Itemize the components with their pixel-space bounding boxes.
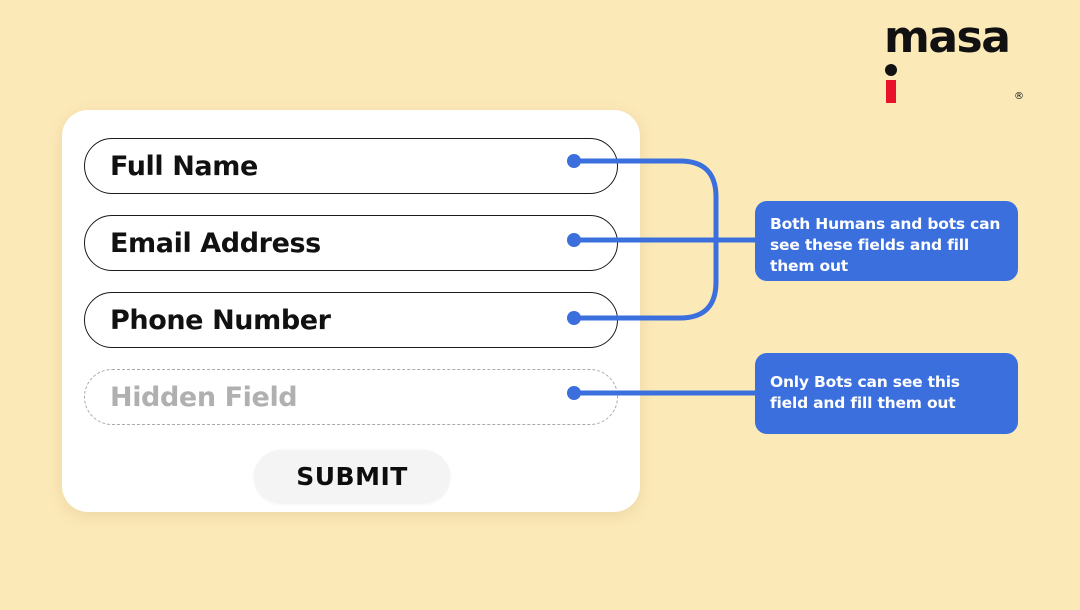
field-label-hidden-field: Hidden Field bbox=[110, 381, 298, 413]
field-phone-number[interactable]: Phone Number bbox=[84, 292, 618, 348]
field-hidden-honeypot[interactable]: Hidden Field bbox=[84, 369, 618, 425]
logo-letter-i bbox=[884, 60, 898, 104]
logo-i-stem bbox=[886, 80, 896, 103]
field-email-address[interactable]: Email Address bbox=[84, 215, 618, 271]
callout-hidden-field: Only Bots can see this field and fill th… bbox=[755, 353, 1018, 434]
field-label-email-address: Email Address bbox=[110, 227, 321, 259]
masai-logo: masa ® bbox=[884, 16, 1024, 104]
registered-trademark-icon: ® bbox=[1014, 91, 1024, 102]
field-full-name[interactable]: Full Name bbox=[84, 138, 618, 194]
logo-i-dot bbox=[885, 64, 897, 76]
logo-text-masa: masa bbox=[884, 12, 1011, 63]
submit-button[interactable]: SUBMIT bbox=[254, 450, 450, 503]
form-card: Full Name Email Address Phone Number Hid… bbox=[62, 110, 640, 512]
field-label-full-name: Full Name bbox=[110, 150, 258, 182]
callout-visible-fields: Both Humans and bots can see these field… bbox=[755, 201, 1018, 281]
field-label-phone-number: Phone Number bbox=[110, 304, 331, 336]
logo-wordmark: masa bbox=[884, 16, 1013, 104]
